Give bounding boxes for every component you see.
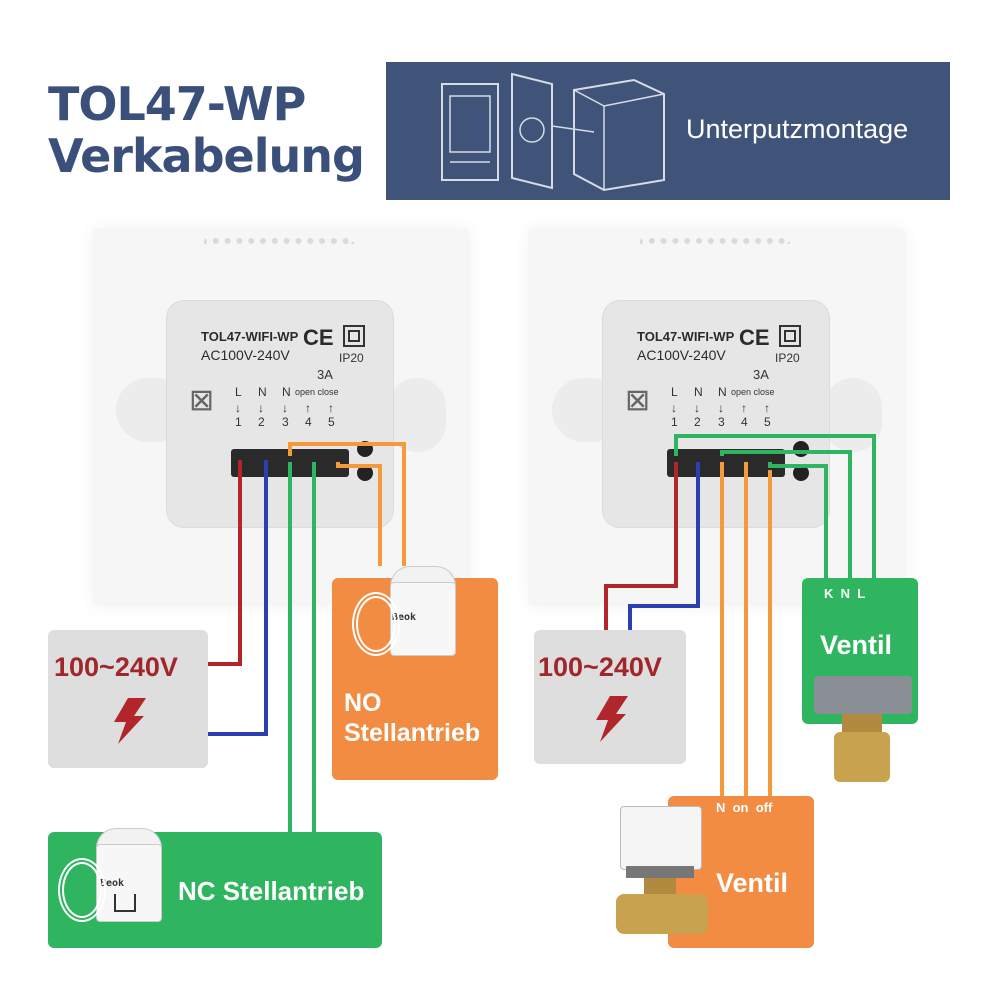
left-live-wire <box>208 460 242 666</box>
right-weee-icon: ⊠ <box>625 384 651 417</box>
left-term-label-n2: N <box>282 385 291 399</box>
left-term-label-n1: N <box>258 385 267 399</box>
left-thermostat-module: TOL47-WIFI-WP CE AC100V-240V IP20 3A ⊠ L… <box>166 300 394 528</box>
right-term-label-n1: N <box>694 385 703 399</box>
no-label-line1: NO <box>344 689 382 717</box>
left-power-box: 100~240V <box>48 630 208 768</box>
no-actuator-brand: Beok <box>392 612 417 623</box>
left-neutral-wire <box>208 460 268 736</box>
right-double-insulation-icon <box>779 325 801 347</box>
right-power-label: 100~240V <box>538 652 662 682</box>
nc-actuator-clip <box>114 894 136 912</box>
title-line-1: TOL47-WP <box>48 77 306 131</box>
left-no-wire-2 <box>336 462 382 566</box>
green-valve-motor-icon <box>812 672 916 790</box>
nc-actuator-label: NC Stellantrieb <box>178 876 365 906</box>
right-ce-mark-icon: CE <box>739 325 770 350</box>
nc-actuator-cable-coil-icon <box>58 858 106 922</box>
right-neutral-wire <box>628 462 700 630</box>
right-arrow-5: ↑ <box>764 401 770 415</box>
right-lightning-icon <box>596 696 628 742</box>
right-term-label-l: L <box>671 385 678 399</box>
left-term-num-1: 1 <box>235 415 242 429</box>
left-arrow-2: ↓ <box>258 401 264 415</box>
left-term-num-4: 4 <box>305 415 312 429</box>
right-green-wire-k <box>720 450 852 578</box>
left-no-wire-1 <box>288 442 406 566</box>
right-power-box: 100~240V <box>534 630 686 764</box>
right-green-wire-l <box>768 462 828 578</box>
green-valve-terminals: K N L <box>824 586 866 601</box>
right-arrow-1: ↓ <box>671 401 677 415</box>
right-rating: AC100V-240V <box>637 347 726 363</box>
no-actuator-cable-coil-icon <box>352 592 400 656</box>
left-arrow-5: ↑ <box>328 401 334 415</box>
left-term-num-5: 5 <box>328 415 335 429</box>
right-green-wire-n <box>674 434 876 578</box>
left-current: 3A <box>317 367 333 382</box>
left-top-vents <box>204 238 354 252</box>
right-term-label-n2: N <box>718 385 727 399</box>
title-line-2: Verkabelung <box>48 129 365 183</box>
nc-actuator-brand: Beok <box>100 878 125 889</box>
banner-text: Unterputzmontage <box>686 114 909 144</box>
left-term-num-3: 3 <box>282 415 289 429</box>
left-screw-2 <box>357 465 373 481</box>
left-arrow-4: ↑ <box>305 401 311 415</box>
right-term-label-open-close: open close <box>731 387 775 397</box>
right-term-num-4: 4 <box>741 415 748 429</box>
green-valve-label: Ventil <box>820 630 893 660</box>
left-weee-icon: ⊠ <box>189 384 215 417</box>
flush-mount-exploded-icon <box>441 72 665 192</box>
no-actuator-label: NO Stellantrieb <box>344 688 480 748</box>
right-current: 3A <box>753 367 769 382</box>
right-top-vents <box>640 238 790 252</box>
left-ce-mark-icon: CE <box>303 325 334 350</box>
right-live-wire <box>604 462 678 630</box>
left-ip-rating: IP20 <box>339 351 364 365</box>
left-term-label-open-close: open close <box>295 387 339 397</box>
left-model: TOL47-WIFI-WP <box>201 329 299 344</box>
left-arrow-1: ↓ <box>235 401 241 415</box>
right-arrow-4: ↑ <box>741 401 747 415</box>
orange-valve-terminals: N on off <box>716 800 773 815</box>
left-double-insulation-icon <box>343 325 365 347</box>
right-model: TOL47-WIFI-WP <box>637 329 735 344</box>
left-lightning-icon <box>114 698 146 744</box>
right-thermostat-module: TOL47-WIFI-WP CE AC100V-240V IP20 3A ⊠ L… <box>602 300 830 528</box>
right-term-num-1: 1 <box>671 415 678 429</box>
right-term-num-5: 5 <box>764 415 771 429</box>
page-title: TOL47-WP Verkabelung <box>48 77 365 183</box>
left-term-num-2: 2 <box>258 415 265 429</box>
no-actuator-head-icon: Beok <box>384 566 460 662</box>
mounting-banner: Unterputzmontage <box>386 62 950 200</box>
left-term-label-l: L <box>235 385 242 399</box>
left-power-label: 100~240V <box>54 652 178 682</box>
right-arrow-3: ↓ <box>718 401 724 415</box>
right-term-num-3: 3 <box>718 415 725 429</box>
left-rating: AC100V-240V <box>201 347 290 363</box>
orange-valve-motor-icon <box>612 800 716 950</box>
left-slot-right <box>388 378 446 452</box>
right-term-num-2: 2 <box>694 415 701 429</box>
right-ip-rating: IP20 <box>775 351 800 365</box>
right-screw-2 <box>793 465 809 481</box>
orange-valve-label: Ventil <box>716 868 789 898</box>
no-label-line2: Stellantrieb <box>344 719 481 747</box>
nc-actuator-head-icon: Beok <box>92 828 164 928</box>
right-arrow-2: ↓ <box>694 401 700 415</box>
left-arrow-3: ↓ <box>282 401 288 415</box>
